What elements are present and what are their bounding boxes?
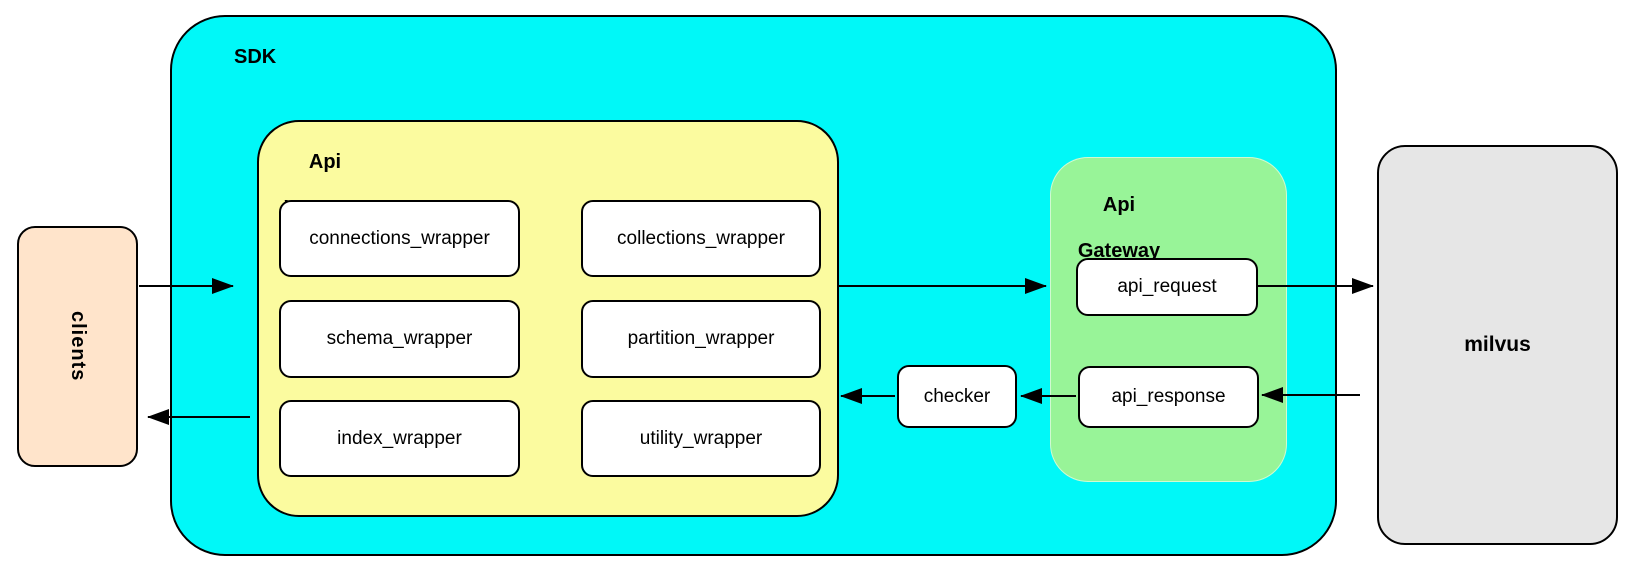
schema-wrapper-label: schema_wrapper [326, 328, 473, 349]
schema-wrapper-node: schema_wrapper [279, 300, 520, 378]
index-wrapper-label: index_wrapper [337, 427, 462, 449]
connections-wrapper-label: connections_wrapper [309, 227, 490, 249]
index-wrapper-node: index_wrapper [279, 400, 520, 477]
api-request-node: api_request [1076, 258, 1258, 316]
checker-node: checker [897, 365, 1017, 428]
collections-wrapper-label: collections_wrapper [617, 227, 785, 249]
clients-label: clients [67, 311, 89, 382]
utility-wrapper-node: utility_wrapper [581, 400, 821, 477]
api-gateway-label-line2: Gateway [1077, 240, 1161, 262]
api-gateway-label-line1: Api [1102, 194, 1136, 216]
api-request-label: api_request [1117, 276, 1217, 297]
milvus-node: milvus [1377, 145, 1618, 545]
api-response-label: api_response [1111, 386, 1226, 407]
api-response-node: api_response [1078, 366, 1259, 428]
clients-node: clients [17, 226, 138, 467]
api-gateway-label: Api Gateway [1067, 171, 1171, 286]
api-gateway-container: Api Gateway api_request api_response [1050, 157, 1287, 482]
connections-wrapper-node: connections_wrapper [279, 200, 520, 277]
api-wrapper-container: Api Wrapper connections_wrapper collecti… [257, 120, 839, 517]
api-wrapper-label-line1: Api [308, 151, 342, 173]
milvus-label: milvus [1464, 333, 1531, 356]
partition-wrapper-node: partition_wrapper [581, 300, 821, 378]
checker-label: checker [923, 385, 991, 407]
partition-wrapper-label: partition_wrapper [627, 328, 775, 349]
collections-wrapper-node: collections_wrapper [581, 200, 821, 277]
sdk-label: SDK [234, 46, 277, 68]
utility-wrapper-label: utility_wrapper [639, 427, 763, 449]
